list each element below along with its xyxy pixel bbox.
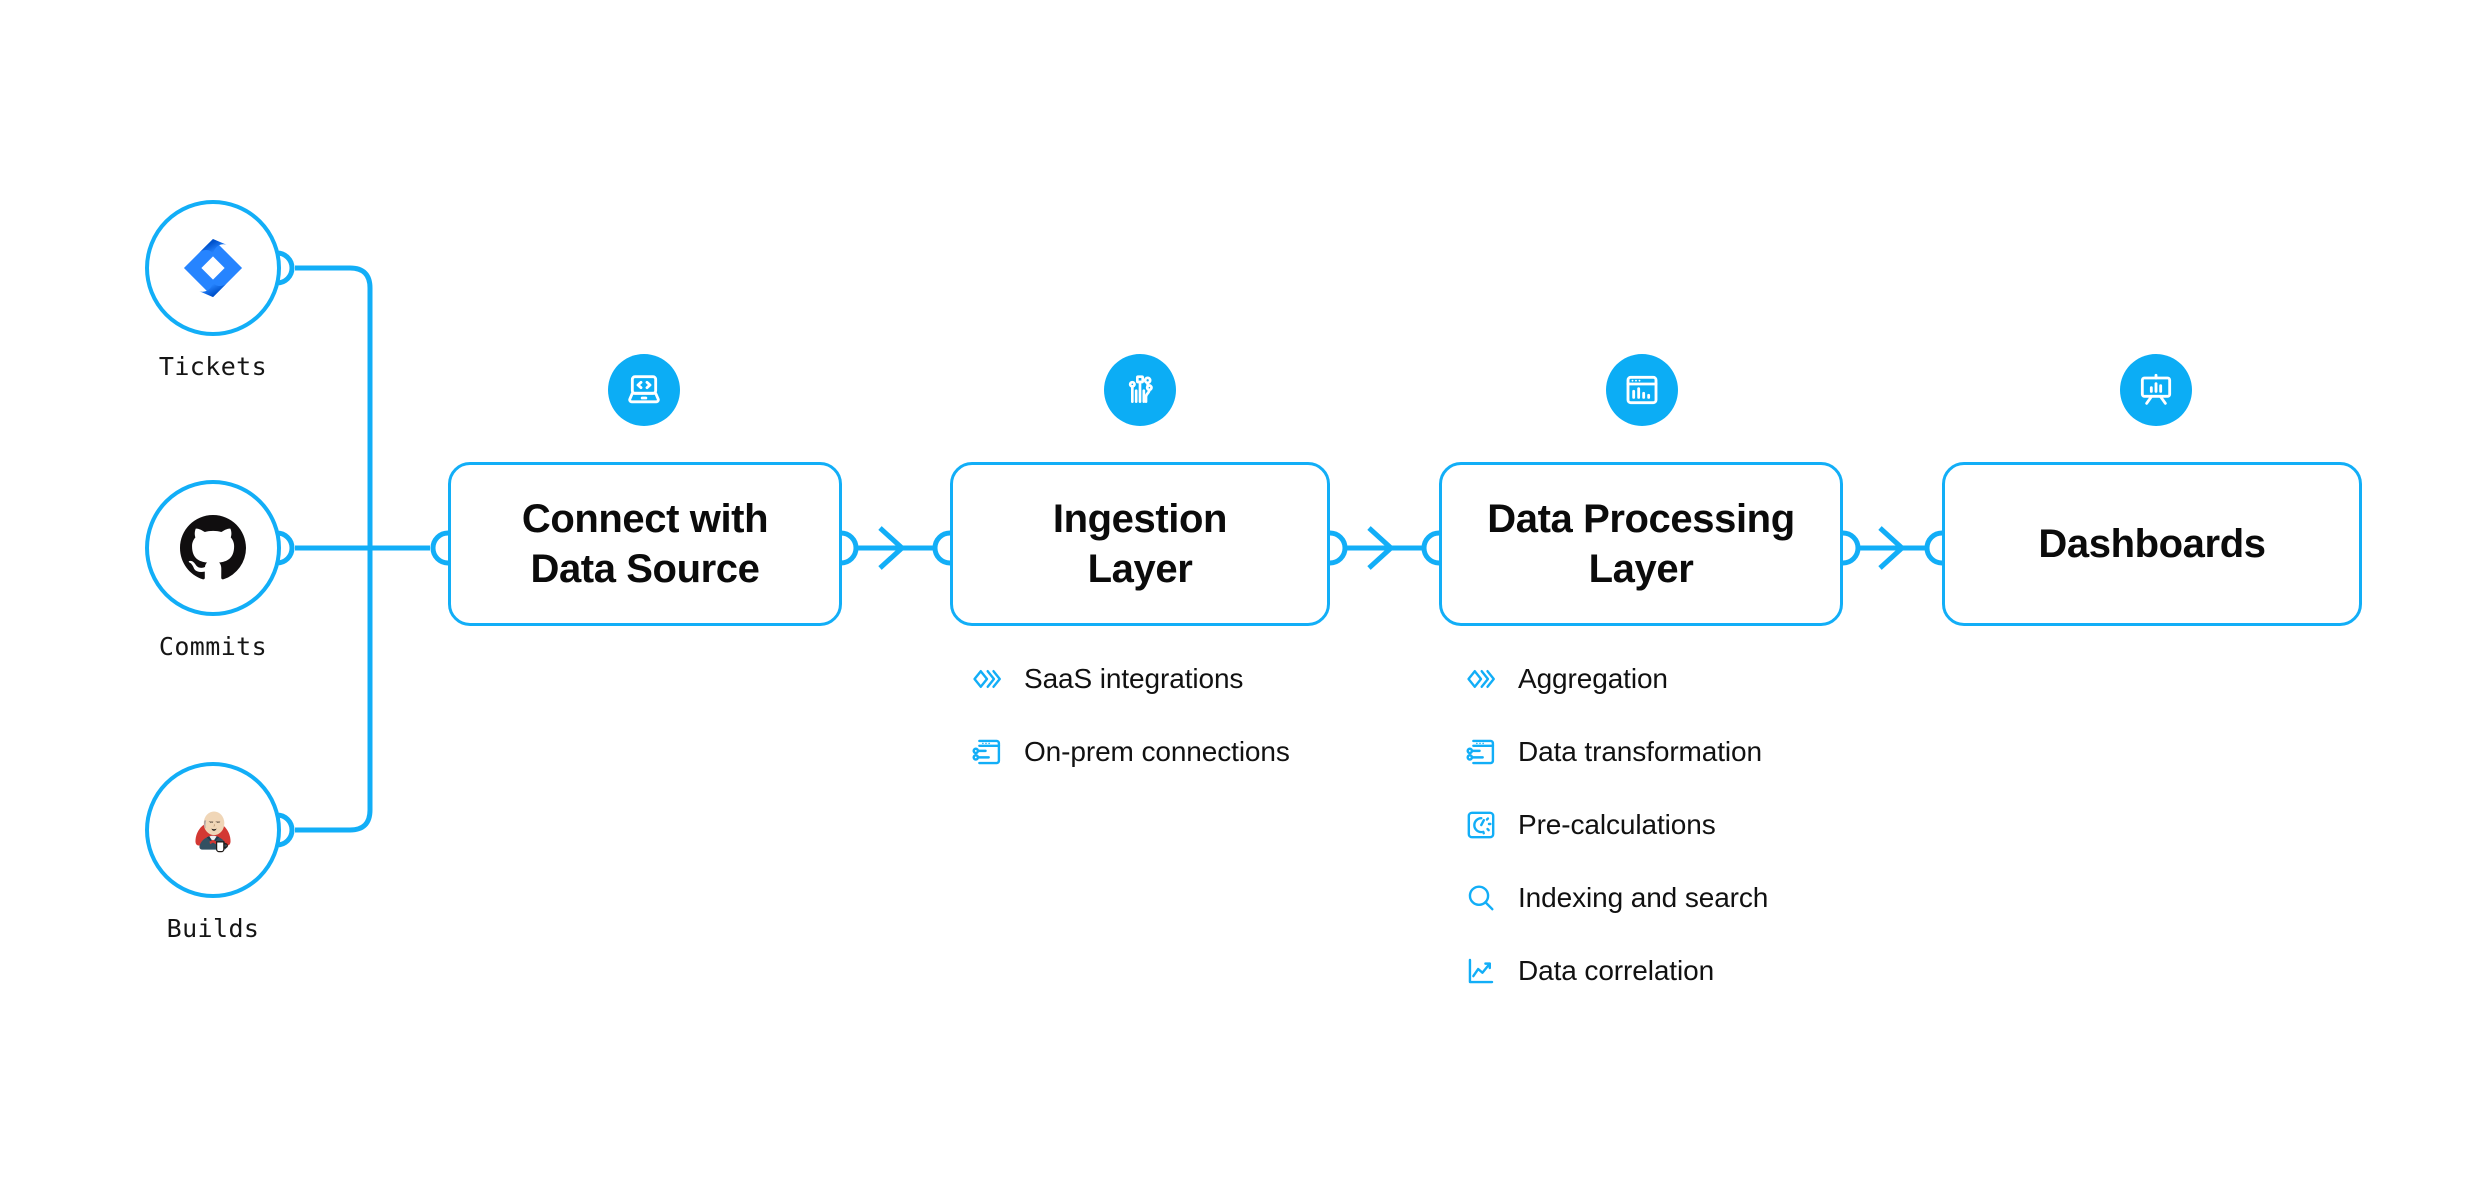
stage-title: Data Processing Layer bbox=[1487, 496, 1795, 591]
feature-item: Indexing and search bbox=[1462, 875, 1768, 921]
feature-label: Indexing and search bbox=[1518, 882, 1769, 913]
stage-title: Dashboards bbox=[2038, 521, 2266, 566]
feature-item: Aggregation bbox=[1462, 656, 1768, 702]
feature-label: Data correlation bbox=[1518, 955, 1715, 986]
badge-browser-chart bbox=[1606, 354, 1678, 426]
source-node-tickets[interactable]: Tickets bbox=[145, 200, 281, 381]
feature-label: Pre-calculations bbox=[1518, 809, 1716, 840]
arrowhead-1 bbox=[878, 526, 906, 570]
chevrons-icon bbox=[1462, 660, 1500, 698]
feature-item: Data correlation bbox=[1462, 948, 1768, 994]
badge-laptop-code bbox=[608, 354, 680, 426]
stage-box-connect-with-data-source[interactable]: Connect with Data Source bbox=[448, 462, 842, 626]
arrowhead-2 bbox=[1367, 526, 1395, 570]
wire-builds-to-bus bbox=[295, 548, 373, 833]
feature-label: On-prem connections bbox=[1024, 736, 1290, 767]
source-label-tickets: Tickets bbox=[158, 352, 268, 381]
stage-title: Connect with Data Source bbox=[521, 496, 769, 591]
feature-label: Aggregation bbox=[1518, 663, 1668, 694]
circuit-network-icon bbox=[1128, 375, 1153, 403]
browser-settings-icon bbox=[968, 733, 1006, 771]
feature-list-data-processing-layer: Aggregation Data transformation bbox=[1462, 656, 1768, 994]
github-icon bbox=[174, 509, 252, 587]
feature-item: On-prem connections bbox=[968, 729, 1290, 775]
stage-box-data-processing-layer[interactable]: Data Processing Layer bbox=[1439, 462, 1843, 626]
browser-settings-icon bbox=[1462, 733, 1500, 771]
source-node-builds[interactable]: Builds bbox=[145, 762, 281, 943]
badge-circuit-network bbox=[1104, 354, 1176, 426]
browser-chart-icon bbox=[1626, 375, 1658, 405]
arrowhead-3 bbox=[1878, 526, 1906, 570]
source-node-commits[interactable]: Commits bbox=[145, 480, 281, 661]
laptop-code-icon bbox=[628, 375, 660, 404]
stage-box-ingestion-layer[interactable]: Ingestion Layer bbox=[950, 462, 1330, 626]
stage-title: Ingestion Layer bbox=[1052, 496, 1228, 591]
jira-icon bbox=[174, 229, 252, 307]
gauge-box-icon bbox=[1462, 806, 1500, 844]
jenkins-icon bbox=[174, 791, 252, 869]
feature-item: Data transformation bbox=[1462, 729, 1768, 775]
feature-item: SaaS integrations bbox=[968, 656, 1290, 702]
feature-label: SaaS integrations bbox=[1024, 663, 1244, 694]
wire-tickets-to-bus bbox=[295, 265, 373, 548]
line-chart-icon bbox=[1462, 952, 1500, 990]
source-ring bbox=[145, 480, 281, 616]
feature-label: Data transformation bbox=[1518, 736, 1762, 767]
badge-presentation-chart bbox=[2120, 354, 2192, 426]
chevrons-icon bbox=[968, 660, 1006, 698]
feature-item: Pre-calculations bbox=[1462, 802, 1768, 848]
source-label-builds: Builds bbox=[166, 914, 260, 943]
feature-list-ingestion-layer: SaaS integrations On-prem connections bbox=[968, 656, 1290, 775]
stage-box-dashboards[interactable]: Dashboards bbox=[1942, 462, 2362, 626]
presentation-chart-icon bbox=[2140, 373, 2172, 405]
search-icon bbox=[1462, 879, 1500, 917]
source-label-commits: Commits bbox=[158, 632, 268, 661]
